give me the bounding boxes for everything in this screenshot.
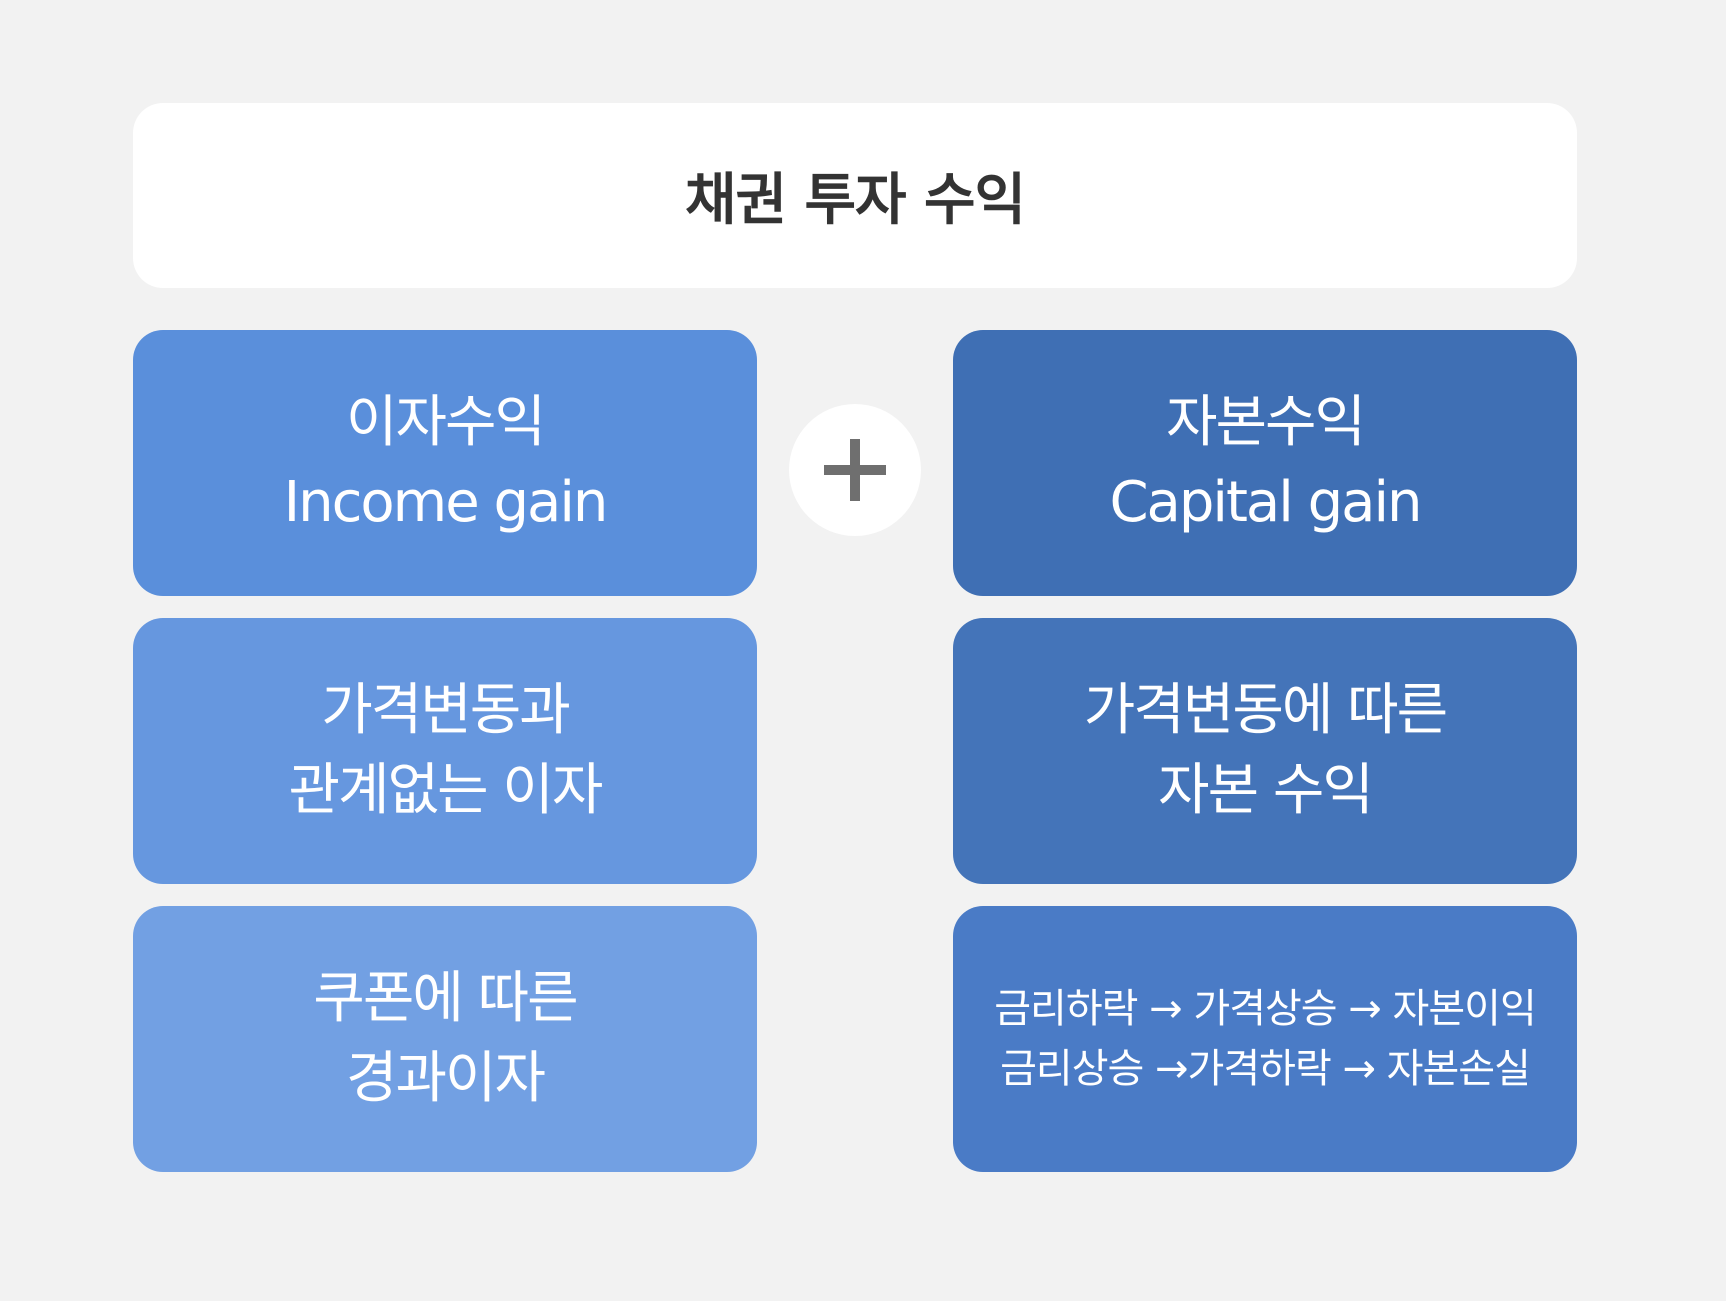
capital-gain-detail-card: 금리하락 → 가격상승 → 자본이익 금리상승 →가격하락 → 자본손실	[953, 906, 1577, 1172]
capital-gain-description-line1: 가격변동에 따른	[1083, 678, 1448, 743]
income-gain-description-line1: 가격변동과	[321, 678, 571, 743]
capital-gain-card: 자본수익 Capital gain	[953, 330, 1577, 596]
capital-gain-description-card: 가격변동에 따른 자본 수익	[953, 618, 1577, 884]
capital-gain-english-label: Capital gain	[1109, 470, 1422, 535]
income-gain-korean-label: 이자수익	[345, 390, 546, 455]
income-gain-detail-line2: 경과이자	[345, 1046, 546, 1111]
income-gain-detail-line1: 쿠폰에 따른	[313, 966, 578, 1031]
income-gain-detail-card: 쿠폰에 따른 경과이자	[133, 906, 757, 1172]
capital-gain-korean-label: 자본수익	[1165, 390, 1366, 455]
income-gain-description-line2: 관계없는 이자	[288, 758, 604, 823]
diagram-title: 채권 투자 수익	[684, 168, 1026, 233]
rate-rise-chain: 금리상승 →가격하락 → 자본손실	[1000, 1046, 1531, 1092]
rate-fall-chain: 금리하락 → 가격상승 → 자본이익	[994, 986, 1536, 1032]
plus-connector	[789, 404, 921, 536]
income-gain-card: 이자수익 Income gain	[133, 330, 757, 596]
capital-gain-description-line2: 자본 수익	[1158, 758, 1374, 823]
title-box: 채권 투자 수익	[133, 103, 1577, 288]
plus-icon	[824, 439, 886, 501]
income-gain-description-card: 가격변동과 관계없는 이자	[133, 618, 757, 884]
income-gain-english-label: Income gain	[283, 470, 609, 535]
